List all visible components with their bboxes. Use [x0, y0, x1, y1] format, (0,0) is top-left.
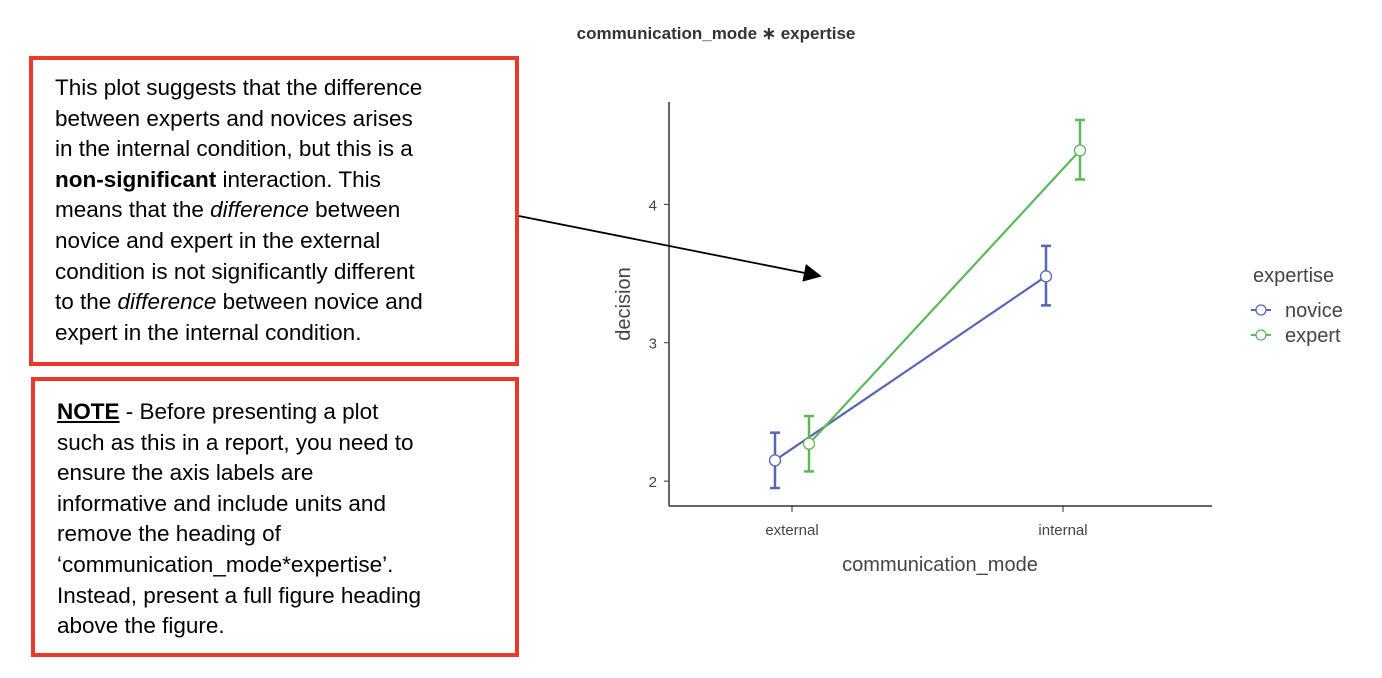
annotation-text: - Before presenting a plot: [119, 399, 379, 424]
annotation-text: ‘communication_mode*expertise’.: [57, 551, 394, 577]
legend-title: expertise: [1253, 265, 1334, 287]
annotation-text: in the internal condition, but this is a: [55, 136, 413, 162]
y-tick-label: 3: [649, 336, 657, 353]
annotation-line: novice and expert in the external: [55, 226, 515, 257]
annotation-text: remove the heading of: [57, 521, 281, 547]
annotation-text: between: [308, 197, 401, 223]
annotation-text: between experts and novices arises: [55, 105, 413, 131]
annotation-text: difference: [117, 289, 217, 315]
interaction-explanation-box: This plot suggests that the difference be…: [29, 56, 519, 366]
annotation-text: such as this in a report, you need to: [57, 429, 414, 455]
legend-expert-label: expert: [1285, 325, 1341, 347]
novice-point: [768, 454, 782, 467]
annotation-line: between experts and novices arises: [55, 104, 515, 135]
annotation-line: This plot suggests that the difference: [55, 73, 515, 104]
annotation-text: informative and include units and: [57, 490, 386, 516]
annotation-line: in the internal condition, but this is a: [55, 134, 515, 165]
legend-novice-marker: [1255, 304, 1267, 316]
y-tick-label: 2: [649, 474, 657, 491]
expert-line: [808, 149, 1081, 445]
annotation-line: non-significant interaction. This: [55, 165, 515, 196]
x-tick-label: internal: [1038, 522, 1087, 539]
y-axis-label: decision: [613, 267, 635, 340]
annotation-line: Instead, present a full figure heading: [57, 581, 515, 612]
annotation-line: informative and include units and: [57, 489, 515, 520]
annotation-line: remove the heading of: [57, 519, 515, 550]
annotation-line: expert in the internal condition.: [55, 318, 515, 349]
expert-point: [1073, 144, 1087, 157]
annotation-line: above the figure.: [57, 611, 515, 642]
x-tick-label: external: [765, 522, 818, 539]
annotation-text: ensure the axis labels are: [57, 460, 314, 486]
annotation-line: ‘communication_mode*expertise’.: [57, 550, 515, 581]
legend-novice-label: novice: [1285, 300, 1343, 322]
annotation-text: difference: [210, 197, 309, 223]
expert-point: [802, 437, 816, 450]
annotation-text: means that the: [55, 197, 211, 223]
annotation-text: expert in the internal condition.: [55, 319, 362, 345]
annotation-line: to the difference between novice and: [55, 287, 515, 318]
annotation-line: such as this in a report, you need to: [57, 428, 515, 459]
annotation-arrow: [518, 215, 822, 282]
annotation-line: condition is not significantly different: [55, 257, 515, 288]
annotation-text: non-significant: [55, 166, 217, 192]
novice-point: [1039, 270, 1053, 283]
annotation-text: between novice and: [216, 289, 423, 315]
annotation-text: condition is not significantly different: [55, 258, 415, 284]
annotation-line: NOTE - Before presenting a plot: [57, 397, 515, 428]
chart-title: communication_mode ∗ expertise: [577, 24, 856, 43]
annotation-text: Instead, present a full figure heading: [57, 582, 421, 608]
annotation-text: to the: [55, 289, 118, 315]
legend-expert-marker: [1255, 329, 1267, 341]
annotation-text: NOTE: [57, 399, 120, 424]
annotation-line: means that the difference between: [55, 195, 515, 226]
x-axis-label: communication_mode: [842, 554, 1038, 576]
annotation-text: interaction. This: [216, 166, 381, 192]
annotation-text: This plot suggests that the difference: [55, 75, 423, 100]
annotation-text: above the figure.: [57, 613, 225, 639]
novice-line: [774, 275, 1047, 462]
y-tick-label: 4: [649, 197, 657, 214]
annotation-text: novice and expert in the external: [55, 227, 381, 253]
annotation-line: ensure the axis labels are: [57, 458, 515, 489]
